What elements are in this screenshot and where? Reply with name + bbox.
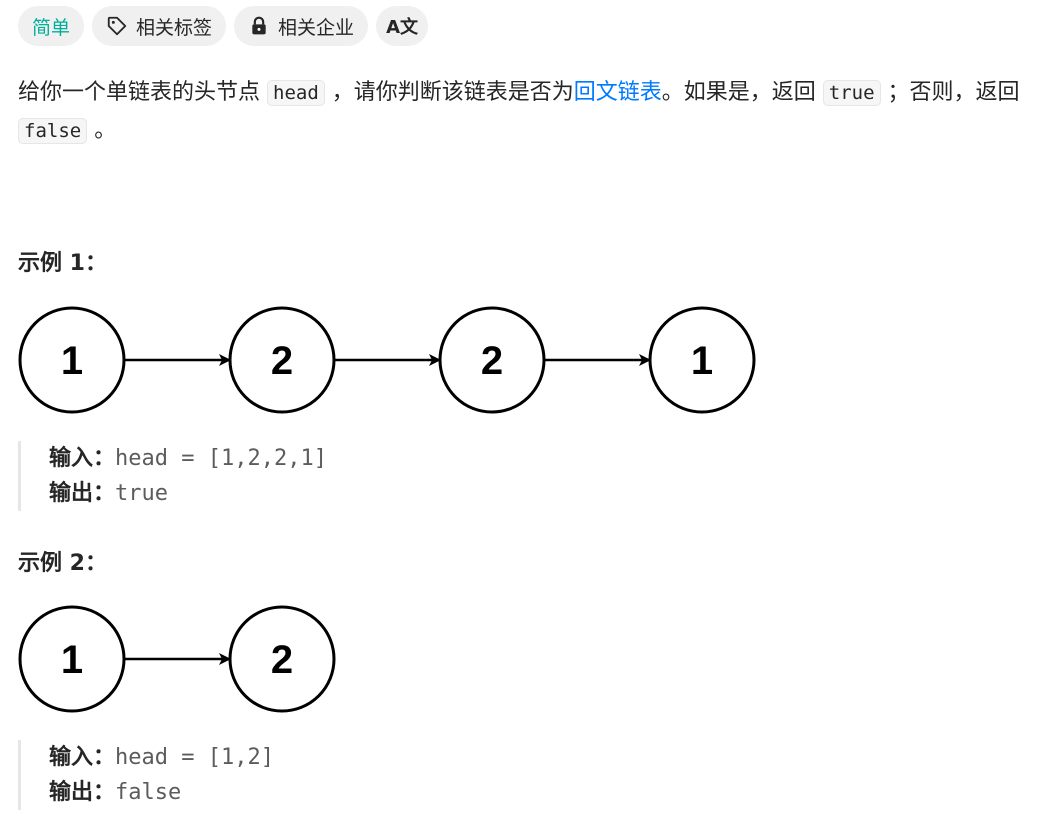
output-value: true xyxy=(115,481,168,506)
list-node-value: 2 xyxy=(271,638,293,682)
input-label: 输入： xyxy=(49,446,116,471)
related-tags-button[interactable]: 相关标签 xyxy=(92,6,227,46)
list-node-value: 1 xyxy=(61,638,83,682)
related-companies-button[interactable]: 相关企业 xyxy=(234,6,369,46)
example-1-diagram: 1 2 2 1 xyxy=(18,306,756,414)
palindrome-link[interactable]: 回文链表 xyxy=(573,80,662,105)
code-true: true xyxy=(822,80,881,106)
output-value: false xyxy=(115,780,182,805)
desc-text-4: ；否则，返回 xyxy=(880,80,1020,105)
code-false: false xyxy=(18,118,88,144)
translate-icon: A文 xyxy=(386,17,419,38)
list-node xyxy=(228,605,336,713)
example-1-io: 输入：head = [1,2,2,1] 输出：true xyxy=(18,441,327,511)
input-value: head = [1,2] xyxy=(115,745,274,770)
list-node-value: 2 xyxy=(481,339,503,383)
list-node-value: 1 xyxy=(691,339,713,383)
output-label: 输出： xyxy=(49,780,116,805)
desc-text-1: 给你一个单链表的头节点 xyxy=(18,80,267,105)
list-node-value: 2 xyxy=(271,339,293,383)
desc-text-2: ，请你判断该链表是否为 xyxy=(324,80,574,105)
problem-description: 给你一个单链表的头节点 head ，请你判断该链表是否为回文链表。如果是，返回 … xyxy=(18,74,1038,150)
desc-text-5: 。 xyxy=(87,118,117,143)
input-value: head = [1,2,2,1] xyxy=(115,446,327,471)
difficulty-label: 简单 xyxy=(32,16,71,39)
example-2-title: 示例 2： xyxy=(18,551,107,576)
related-companies-label: 相关企业 xyxy=(278,16,355,39)
input-label: 输入： xyxy=(49,745,116,770)
example-2-io: 输入：head = [1,2] 输出：false xyxy=(18,740,274,810)
example-1-title: 示例 1： xyxy=(18,251,107,276)
desc-text-3: 。如果是，返回 xyxy=(661,80,823,105)
tag-icon xyxy=(106,15,128,37)
list-node xyxy=(648,306,756,414)
code-head: head xyxy=(267,80,325,106)
lock-icon xyxy=(248,15,270,37)
output-label: 输出： xyxy=(49,481,116,506)
related-tags-label: 相关标签 xyxy=(136,16,213,39)
list-node-value: 1 xyxy=(61,339,83,383)
difficulty-badge[interactable]: 简单 xyxy=(18,6,85,46)
translate-button[interactable]: A文 xyxy=(376,6,429,46)
tag-bar: 简单 相关标签 相关企业 A文 xyxy=(18,6,429,46)
